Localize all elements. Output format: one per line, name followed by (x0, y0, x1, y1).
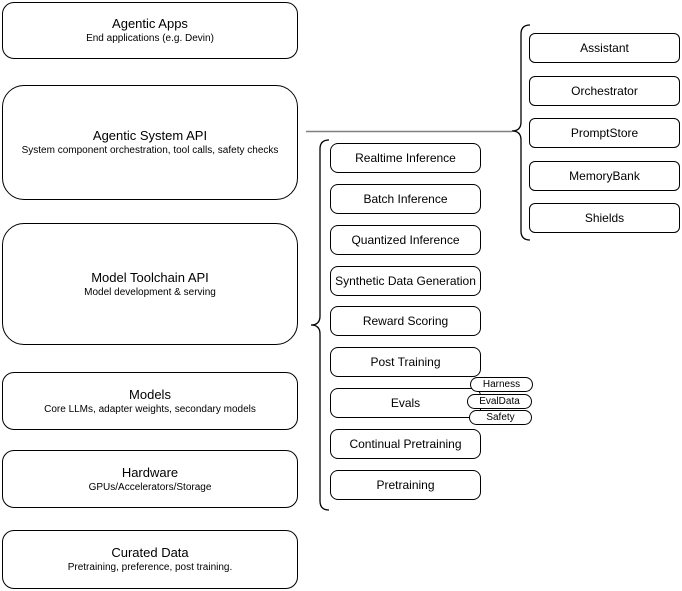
toolchain-item-post-training: Post Training (330, 347, 481, 377)
system-component-assistant: Assistant (529, 33, 680, 63)
evals-tag-label: EvalData (479, 396, 520, 407)
evals-tag-evaldata: EvalData (467, 394, 532, 409)
toolchain-item-realtime-inference: Realtime Inference (330, 143, 481, 173)
toolchain-item-continual-pretraining: Continual Pretraining (330, 429, 481, 459)
toolchain-item-evals: Evals (330, 388, 481, 418)
node-subtitle: End applications (e.g. Devin) (86, 33, 214, 44)
system-component-shields: Shields (529, 203, 680, 233)
node-title: Models (129, 386, 171, 402)
node-models: Models Core LLMs, adapter weights, secon… (2, 372, 298, 430)
system-components-brace (511, 24, 531, 241)
node-title: Agentic Apps (112, 16, 188, 31)
node-agentic-system-api: Agentic System API System component orch… (2, 85, 298, 200)
evals-tag-label: Harness (482, 379, 521, 390)
toolchain-item-label: Batch Inference (363, 192, 448, 206)
toolchain-item-label: Evals (390, 396, 421, 410)
system-component-memorybank: MemoryBank (529, 161, 680, 191)
system-component-orchestrator: Orchestrator (529, 76, 680, 106)
node-title: Agentic System API (92, 128, 208, 143)
node-model-toolchain-api: Model Toolchain API Model development & … (2, 223, 298, 345)
system-component-label: Orchestrator (571, 84, 638, 98)
node-title: Curated Data (111, 545, 189, 560)
toolchain-item-label: Realtime Inference (355, 151, 456, 165)
evals-tag-safety: Safety (469, 410, 532, 425)
toolchain-item-quantized-inference: Quantized Inference (330, 225, 481, 255)
toolchain-item-label: Reward Scoring (362, 314, 449, 328)
system-component-label: Shields (584, 211, 625, 225)
node-subtitle: System component orchestration, tool cal… (21, 145, 279, 156)
toolchain-item-batch-inference: Batch Inference (330, 184, 481, 214)
node-title: Hardware (121, 464, 179, 480)
toolchain-item-pretraining: Pretraining (330, 470, 481, 500)
toolchain-item-reward-scoring: Reward Scoring (330, 306, 481, 336)
evals-tag-label: Safety (486, 412, 515, 423)
node-title: Model Toolchain API (91, 269, 209, 285)
node-subtitle: Core LLMs, adapter weights, secondary mo… (44, 403, 256, 415)
system-component-promptstore: PromptStore (529, 118, 680, 148)
node-subtitle: Pretraining, preference, post training. (67, 562, 233, 573)
node-hardware: Hardware GPUs/Accelerators/Storage (2, 450, 298, 508)
node-agentic-apps: Agentic Apps End applications (e.g. Devi… (2, 2, 298, 59)
toolchain-item-label: Post Training (370, 355, 441, 369)
node-curated-data: Curated Data Pretraining, preference, po… (2, 530, 298, 589)
system-component-label: PromptStore (570, 126, 639, 140)
toolchain-item-label: Pretraining (376, 478, 435, 492)
node-subtitle: Model development & serving (84, 286, 216, 298)
toolchain-brace (310, 139, 330, 511)
toolchain-item-label: Synthetic Data Generation (335, 274, 476, 288)
system-component-label: Assistant (580, 41, 629, 55)
toolchain-item-label: Quantized Inference (351, 233, 460, 247)
evals-tag-harness: Harness (470, 377, 533, 392)
toolchain-item-label: Continual Pretraining (349, 437, 462, 451)
toolchain-item-synthetic-data-generation: Synthetic Data Generation (330, 266, 481, 296)
system-component-label: MemoryBank (569, 169, 640, 183)
node-subtitle: GPUs/Accelerators/Storage (88, 481, 212, 493)
